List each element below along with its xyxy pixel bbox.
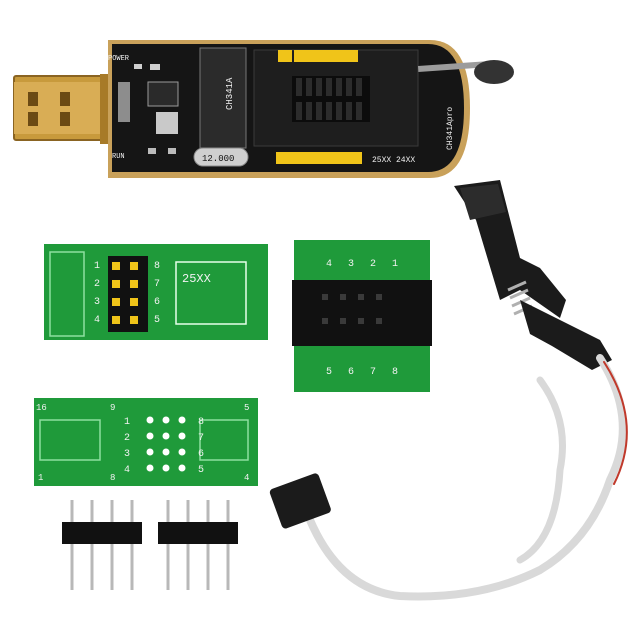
header-bottom	[276, 152, 362, 164]
adapter-socket: 4 3 2 1 5 6 7 8	[292, 240, 432, 392]
chip-label: CH341A	[225, 77, 235, 110]
pin-label: 8	[154, 261, 160, 272]
usb-programmer: CH341A 12.000	[13, 40, 514, 178]
corner-label: 4	[244, 473, 249, 483]
pin-label: 4	[326, 259, 332, 270]
pin-label: 1	[124, 417, 130, 428]
ch341a-chip: CH341A	[199, 47, 247, 149]
pin-label: 8	[198, 417, 204, 428]
adapter-soic16: 1 2 3 4 8 7 6 5 16 9 1 8 5 4	[34, 398, 258, 486]
corner-label: 8	[110, 473, 115, 483]
adapter-chip-label: 25XX	[182, 272, 211, 286]
pin-label: 5	[154, 315, 160, 326]
pin-label: 3	[124, 449, 130, 460]
pin-label: 3	[348, 259, 354, 270]
crystal-label: 12.000	[202, 154, 234, 164]
crystal: 12.000	[193, 147, 249, 167]
series-24-label: 24XX	[396, 156, 415, 165]
pin-label: 2	[124, 433, 130, 444]
header-top	[278, 50, 358, 62]
ribbon-cable	[306, 354, 628, 601]
corner-label: 1	[38, 473, 43, 483]
corner-label: 9	[110, 403, 115, 413]
pin-label: 5	[326, 367, 332, 378]
pin-label: 4	[124, 465, 130, 476]
pin-label: 6	[348, 367, 354, 378]
zif-socket	[253, 49, 514, 147]
pin-label: 7	[370, 367, 376, 378]
pin-header-right	[158, 500, 238, 590]
pin-label: 8	[392, 367, 398, 378]
pin-label: 2	[94, 279, 100, 290]
pin-label: 5	[198, 465, 204, 476]
pin-label: 4	[94, 315, 100, 326]
pin-header-left	[62, 500, 142, 590]
cable-connector	[269, 473, 331, 529]
corner-label: 5	[244, 403, 249, 413]
pin-label: 7	[198, 433, 204, 444]
power-label: POWER	[108, 55, 130, 63]
soic-test-clip	[454, 180, 612, 370]
pin-label: 3	[94, 297, 100, 308]
run-label: RUN	[112, 153, 125, 161]
corner-label: 16	[36, 403, 47, 413]
usb-connector	[13, 74, 114, 144]
series-25-label: 25XX	[372, 156, 391, 165]
pin-label: 7	[154, 279, 160, 290]
pin-label: 1	[392, 259, 398, 270]
pin-label: 6	[198, 449, 204, 460]
pin-label: 1	[94, 261, 100, 272]
pin-label: 2	[370, 259, 376, 270]
model-label: CH341Apro	[446, 107, 455, 150]
adapter-soic8: 25XX 1 2 3 4 8 7 6 5	[44, 244, 268, 340]
pin-label: 6	[154, 297, 160, 308]
